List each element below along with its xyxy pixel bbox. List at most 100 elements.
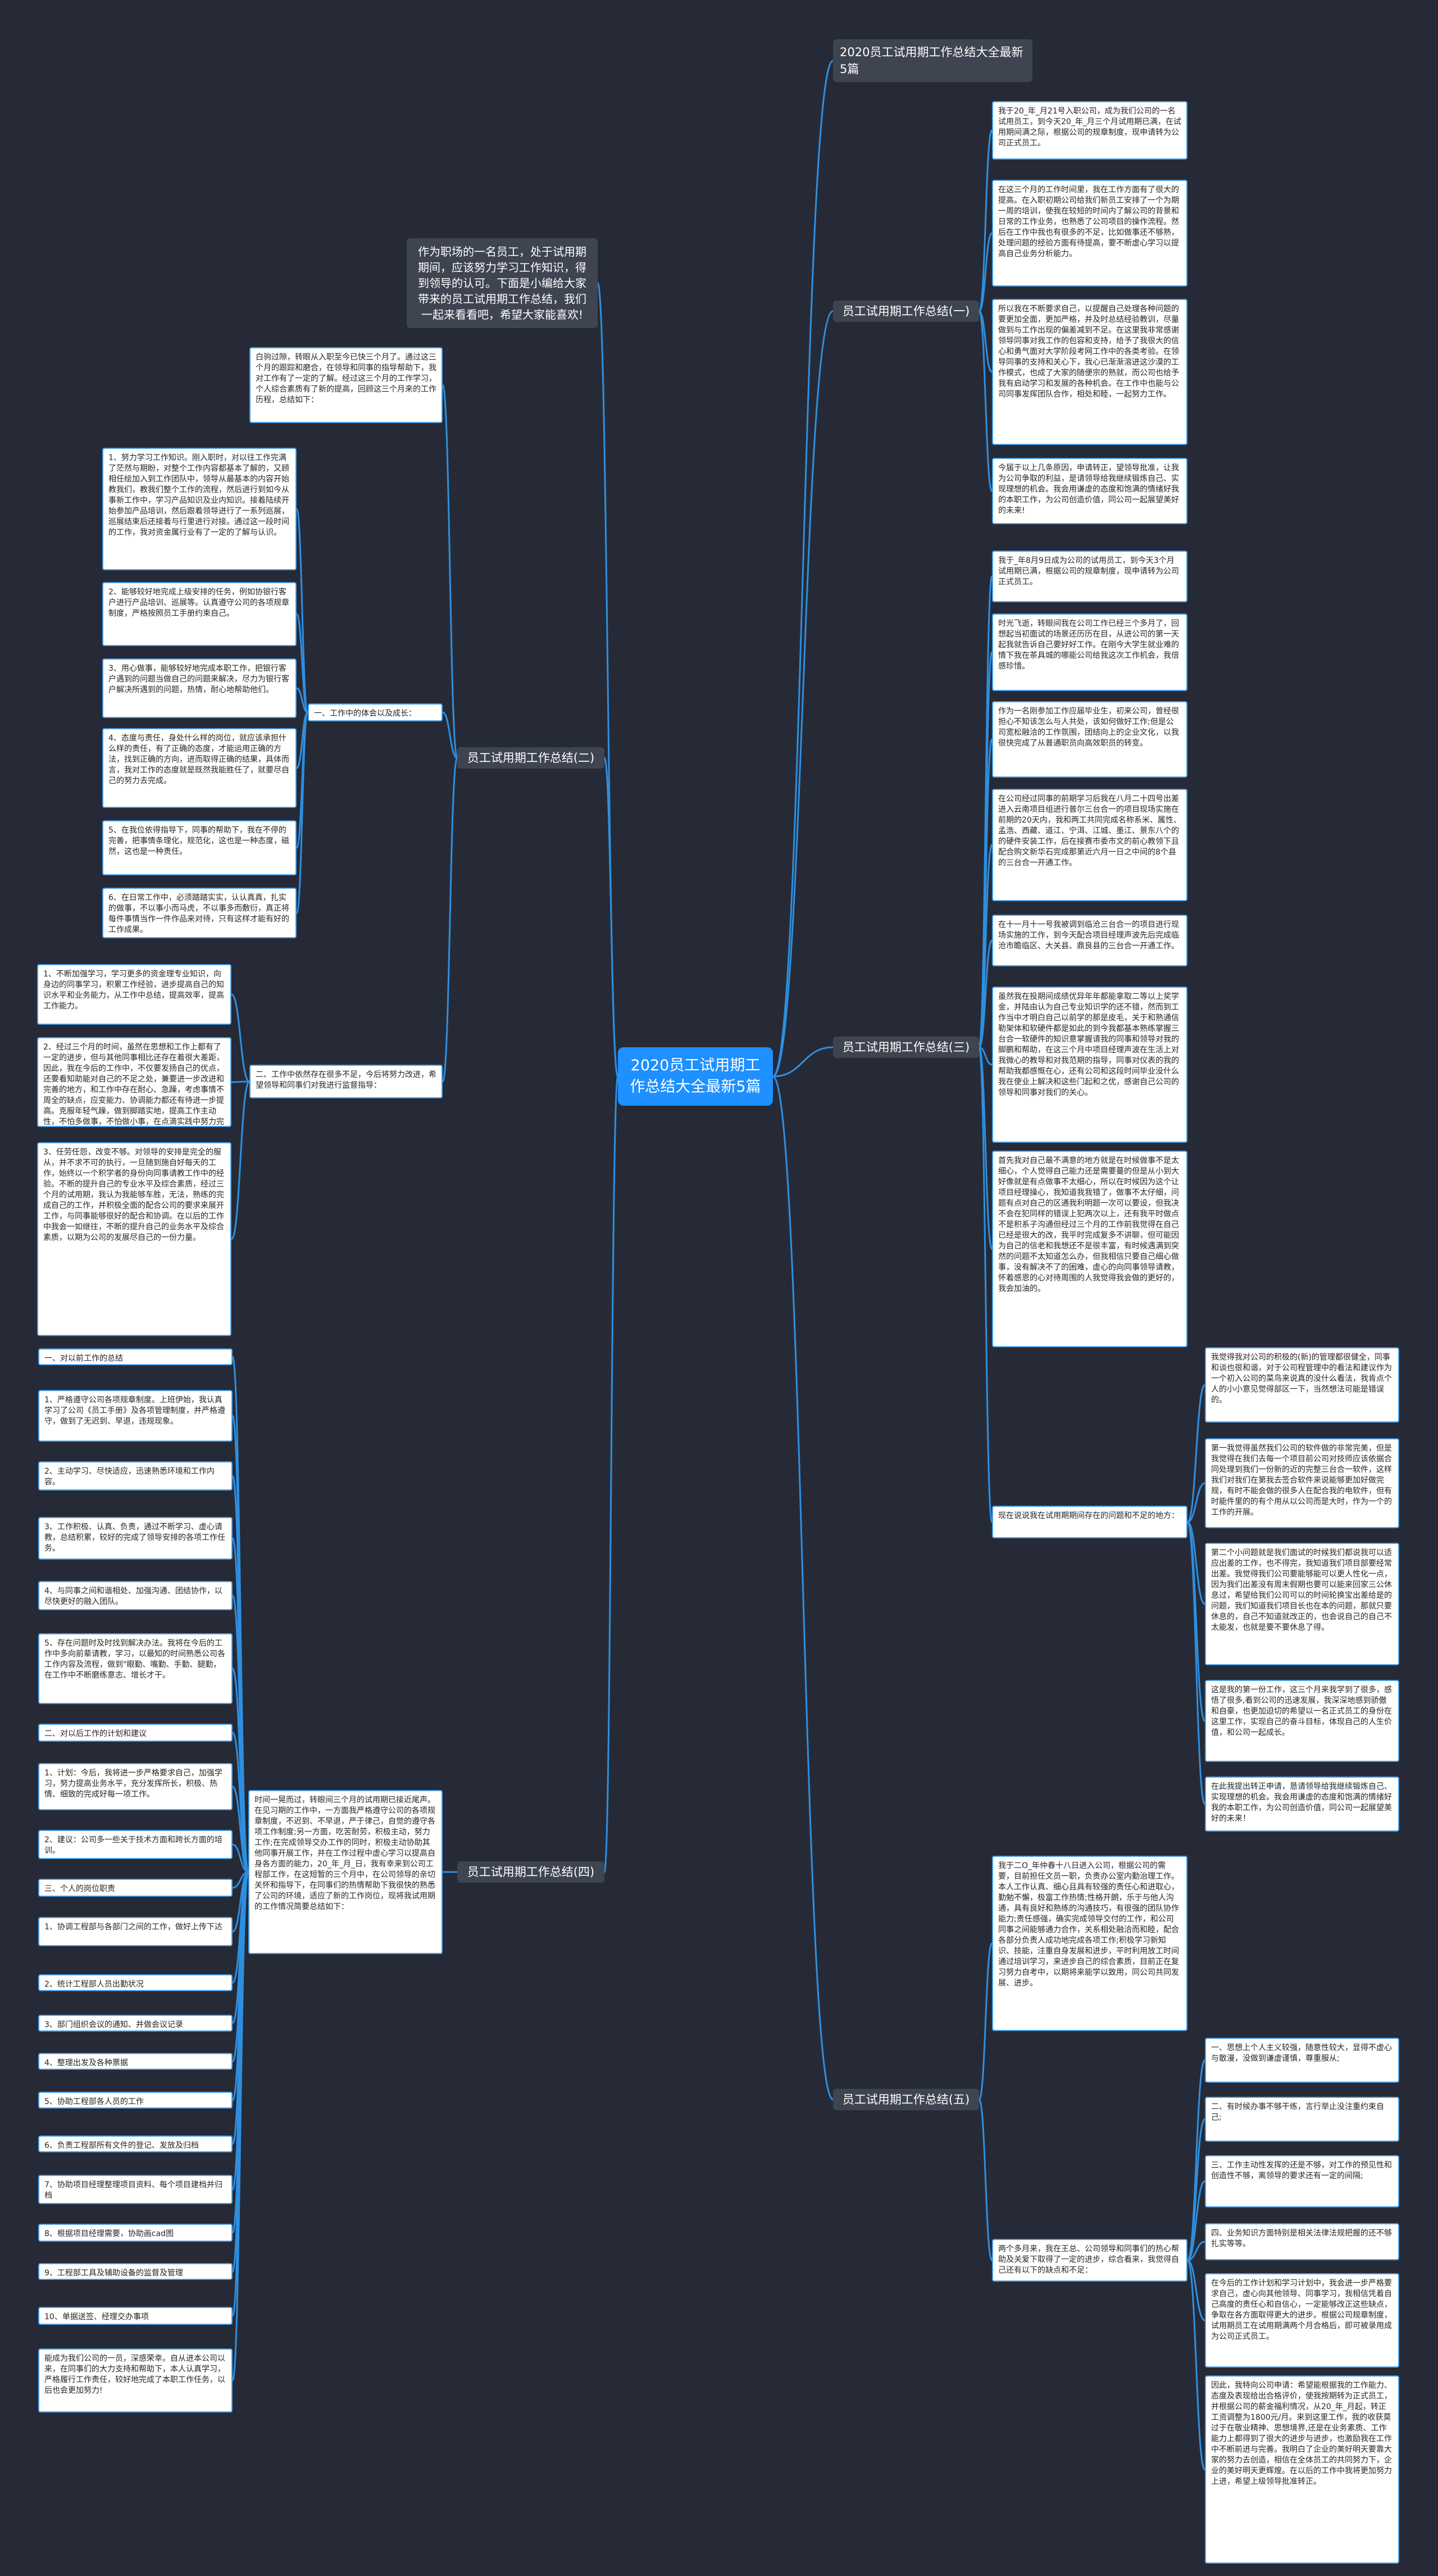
summary-1-item-2[interactable]: 在这三个月的工作时间里，我在工作方面有了很大的提高。在入职初期公司给我们新员工安… (992, 180, 1187, 287)
leaf-connector (1187, 2180, 1205, 2261)
summary-4-item-17[interactable]: 7、协助项目经理整理项目资料、每个项目建档并归档 (38, 2175, 233, 2204)
root-connector (603, 1075, 619, 1873)
leaf-connector (230, 1080, 251, 1240)
summary-3-item-2[interactable]: 时光飞逝，转眼间我在公司工作已经三个多月了，回想起当初面试的场景还历历在目，从进… (992, 614, 1187, 691)
summary-4-item-11[interactable]: 1、协调工程部与各部门之间的工作，做好上传下达 (38, 1917, 233, 1946)
summary-3-issue-item-1[interactable]: 我觉得我对公司的积极的(新)的管理都很健全，同事和谈也很和谐，对于公司程管理中的… (1205, 1347, 1399, 1423)
summary-3-issue-item-text: 这是我的第一份工作，这三个月来我学到了很多，感悟了很多,看到公司的迅速发展，我深… (1211, 1685, 1392, 1737)
summary-3-note[interactable]: 现在说说我在试用期期间存在的问题和不足的地方： (992, 1506, 1187, 1538)
summary-4-item-10[interactable]: 三、个人的岗位职责 (38, 1879, 233, 1897)
summary-4-item-1[interactable]: 一、对以前工作的总结 (38, 1348, 233, 1365)
summary-5-item-2[interactable]: 二、有时候办事不够干练，言行举止没注重约束自己; (1205, 2097, 1399, 2142)
summary-2-exp-item-1[interactable]: 1、努力学习工作知识。刚入职时，对以往工作完满了茫然与期盼，对整个工作内容都基本… (102, 448, 297, 570)
summary-1-item-1[interactable]: 我于20_年_月21号入职公司，成为我们公司的一名试用员工，到今天20_年_月三… (992, 101, 1187, 160)
summary-5-shortcomings-text: 两个多月来，我在王总、公司领导和同事们的热心帮助及关爱下取得了一定的进步，综合看… (998, 2245, 1179, 2275)
branch-headline[interactable]: 2020员工试用期工作总结大全最新5篇 (833, 39, 1032, 82)
leaf-connector (1186, 1521, 1206, 1805)
summary-5-shortcomings[interactable]: 两个多月来，我在王总、公司领导和同事们的热心帮助及关爱下取得了一定的进步，综合看… (992, 2239, 1187, 2282)
summary-1-item-text: 所以我在不断要求自己，以提醒自己处理各种问题的要更加全面，更加严格，并及时总结经… (998, 305, 1179, 399)
summary-3-item-6[interactable]: 虽然我在投期间成绩优异年年都能拿取二等以上奖学金，并陆由认为自己专业知识学的还不… (992, 987, 1187, 1143)
summary-5-intro[interactable]: 我于二O_年仲春十八日进入公司，根据公司的需要，目前担任文员一职，负责办公室内勤… (992, 1856, 1187, 2031)
summary-3-item-7[interactable]: 首先我对自己最不满意的地方就是在时候做事不是太细心，个人觉得自己能力还是需要蔓的… (992, 1151, 1187, 1347)
summary-2-intro[interactable]: 白驹过隙，转眼从入职至今已快三个月了。通过这三个月的跟踪和磨合，在领导和同事的指… (249, 347, 443, 423)
summary-1-item-3[interactable]: 所以我在不断要求自己，以提醒自己处理各种问题的要更加全面，更加严格，并及时总结经… (992, 299, 1187, 445)
summary-4-item-text: 3、部门组织会议的通知、并做会议记录 (44, 2020, 183, 2029)
summary-4-intro-text: 时间一晃而过，转眼间三个月的试用期已接近尾声。在见习期的工作中，一方面我严格遵守… (254, 1796, 435, 1911)
leaf-connector (295, 508, 309, 714)
summary-4-item-14[interactable]: 4、整理出发及各种票据 (38, 2053, 233, 2070)
summary-4-item-13[interactable]: 3、部门组织会议的通知、并做会议记录 (38, 2015, 233, 2032)
summary-1-item-4[interactable]: 今届于以上几条原因，申请转正，望领导批准，让我为公司争取的利益，是请领导给我继续… (992, 458, 1187, 524)
summary-4-item-20[interactable]: 10、单据送签、经理交办事项 (38, 2307, 233, 2325)
summary-3-issue-item-2[interactable]: 第一我觉得虽然我们公司的软件做的非常完美，但是我觉得在我们去每一个项目前公司对技… (1205, 1438, 1399, 1528)
branch-summary-4[interactable]: 员工试用期工作总结(四) (457, 1861, 604, 1883)
summary-1-item-text: 今届于以上几条原因，申请转正，望领导批准，让我为公司争取的利益，是请领导给我继续… (998, 464, 1179, 515)
summary-5-item-3[interactable]: 三、工作主动性发挥的还是不够，对工作的预见性和创造性不够，离领导的要求还有一定的… (1205, 2155, 1399, 2207)
summary-4-item-2[interactable]: 1、严格遵守公司各项规章制度。上班伊始，我认真学习了公司《员工手册》及各项管理制… (38, 1390, 233, 1442)
summary-3-issue-item-text: 第二个小问题就是我们面试的时候我们都说我可以适应出差的工作，也不得完，我知道我们… (1211, 1548, 1392, 1632)
summary-3-item-1[interactable]: 我于_年8月9日成为公司的试用员工，到今天3个月试用期已满，根据公司的规章制度，… (992, 551, 1187, 602)
summary-4-item-text: 3、工作积极、认真、负责，通过不断学习、虚心请教，总结积累，较好的完成了领导安排… (44, 1523, 225, 1553)
summary-4-intro[interactable]: 时间一晃而过，转眼间三个月的试用期已接近尾声。在见习期的工作中，一方面我严格遵守… (248, 1790, 443, 1954)
summary-2-improve-item-1[interactable]: 1、不断加强学习，学习更多的资金理专业知识，向身边的同事学习，积累工作经验，进步… (37, 964, 231, 1025)
summary-3-item-3[interactable]: 作为一名刚参加工作应届毕业生，初来公司，曾经很担心不知该怎么与人共处，该如何做好… (992, 701, 1187, 778)
branch-summary-3[interactable]: 员工试用期工作总结(三) (833, 1037, 979, 1058)
leaf-connector (1187, 1482, 1205, 1523)
summary-3-item-text: 首先我对自己最不满意的地方就是在时候做事不是太细心，个人觉得自己能力还是需要蔓的… (998, 1156, 1179, 1293)
root-connector (772, 60, 834, 1078)
summary-4-item-21[interactable]: 能成为我们公司的一员，深感荣幸。自从进本公司以来，在同事们的大力支持和帮助下，本… (38, 2348, 233, 2413)
leaf-connector (1186, 2118, 1206, 2261)
summary-5-item-6[interactable]: 因此，我特向公司申请：希望能根据我的工作能力、态度及表现给出合格评价，使我按期转… (1205, 2375, 1399, 2564)
summary-4-item-6[interactable]: 5、存在问题时及时找到解决办法。我将在今后的工作中多向前辈请教，学习，以最知的时… (38, 1633, 233, 1704)
root-connector (772, 310, 834, 1078)
summary-3-item-5[interactable]: 在十一月十一号我被调到临沧三台合一的项目进行现场实施的工作，到今天配合项目经理声… (992, 915, 1187, 966)
leaf-connector (1187, 1521, 1205, 1605)
summary-5-item-4[interactable]: 四、业务知识方面特别是相关法律法规把握的还不够扎实等等。 (1205, 2223, 1399, 2260)
branch-connector (978, 2098, 993, 2261)
summary-2-exp-item-4[interactable]: 4、态度与责任，身处什么样的岗位，就应该承担什么样的责任，有了正确的态度，才能运… (102, 728, 297, 808)
summary-2-exp-item-5[interactable]: 5、在我位依得指导下，同事的帮助下，我在不停的完善，把事情条理化，规范化，这也是… (102, 820, 297, 875)
branch-summary-2[interactable]: 员工试用期工作总结(二) (457, 747, 604, 769)
summary-4-item-8[interactable]: 1、计划：今后，我将进一步严格要求自己，加强学习，努力提高业务水平，充分发挥所长… (38, 1763, 233, 1810)
summary-4-item-19[interactable]: 9、工程部工具及辅助设备的监督及管理 (38, 2263, 233, 2280)
branch-connector (978, 310, 993, 492)
summary-3-item-4[interactable]: 在公司经过同事的前期学习后我在八月二十四号出差进入云南项目组进行普尔三台合一的项… (992, 789, 1187, 901)
summary-4-item-text: 5、协助工程部各人员的工作 (44, 2097, 144, 2106)
root-topic[interactable]: 2020员工试用期工作总结大全最新5篇 (618, 1047, 773, 1106)
root-title: 2020员工试用期工作总结大全最新5篇 (630, 1057, 761, 1096)
summary-4-item-5[interactable]: 4、与同事之间和谐相处、加强沟通、团结协作，以尽快更好的融入团队。 (38, 1581, 233, 1610)
summary-4-item-12[interactable]: 2、统计工程部人员出勤状况 (38, 1974, 233, 1991)
leaf-connector (232, 1843, 249, 1873)
summary-4-item-15[interactable]: 5、协助工程部各人员的工作 (38, 2092, 233, 2109)
intro-summary[interactable]: 作为职场的一名员工，处于试用期期间，应该努力学习工作知识，得到领导的认可。下面是… (407, 238, 598, 328)
summary-2-exp-item-3[interactable]: 3、用心做事，能够较好地完成本职工作，把银行客户遇到的问题当做自己的问题来解决，… (102, 658, 297, 718)
summary-4-item-text: 1、严格遵守公司各项规章制度。上班伊始，我认真学习了公司《员工手册》及各项管理制… (44, 1396, 225, 1426)
summary-2-improve-item-text: 3、任劳任怨，改变不够。对领导的安排是完全的服从，并不求不可的执行，一旦随到施自… (43, 1148, 224, 1242)
branch-summary-1[interactable]: 员工试用期工作总结(一) (833, 301, 979, 322)
summary-4-item-7[interactable]: 二、对以后工作的计划和建议 (38, 1724, 233, 1742)
summary-2-improve-item-2[interactable]: 2、经过三个月的时间，虽然在思想和工作上都有了一定的进步，但与其他同事相比还存在… (37, 1037, 231, 1127)
summary-5-item-1[interactable]: 一、思想上个人主义较强，随意性较大，显得不虚心与散漫，没做到谦虚谨慎，尊重服从; (1205, 2038, 1399, 2083)
summary-2-exp-item-2[interactable]: 2、能够较好地完成上级安排的任务，例如协银行客户进行产品培训、巡展等。认真遵守公… (102, 582, 297, 646)
summary-4-item-4[interactable]: 3、工作积极、认真、负责，通过不断学习、虚心请教，总结积累，较好的完成了领导安排… (38, 1517, 233, 1560)
branch-summary-5[interactable]: 员工试用期工作总结(五) (833, 2089, 979, 2110)
summary-5-item-text: 三、工作主动性发挥的还是不够，对工作的预见性和创造性不够，离领导的要求还有一定的… (1211, 2161, 1392, 2180)
summary-2-section-1[interactable]: 一、工作中的体会以及成长： (308, 703, 443, 721)
summary-4-item-9[interactable]: 2、建议：公司多一些关于技术方面和跨长方面的培训。 (38, 1830, 233, 1859)
summary-4-item-18[interactable]: 8、根据项目经理需要，协助画cad图 (38, 2224, 233, 2242)
summary-4-item-text: 7、协助项目经理整理项目资料、每个项目建档并归档 (44, 2180, 222, 2200)
summary-2-improve-item-3[interactable]: 3、任劳任怨，改变不够。对领导的安排是完全的服从，并不求不可的执行，一旦随到施自… (37, 1142, 231, 1336)
branch-connector (978, 939, 993, 1048)
summary-4-item-16[interactable]: 6、负责工程部所有文件的登记、发放及归档 (38, 2136, 233, 2152)
summary-3-issue-item-5[interactable]: 在此我提出转正申请，恳请领导给我继续锻炼自己、实现理想的机会。我会用谦虚的态度和… (1205, 1777, 1399, 1832)
summary-4-item-text: 4、整理出发及各种票据 (44, 2059, 128, 2068)
summary-1-item-text: 我于20_年_月21号入职公司，成为我们公司的一名试用员工，到今天20_年_月三… (998, 107, 1181, 148)
summary-3-issue-item-4[interactable]: 这是我的第一份工作，这三个月来我学到了很多，感悟了很多,看到公司的迅速发展，我深… (1205, 1680, 1399, 1762)
summary-2-section-2[interactable]: 二、工作中依然存在很多不足，今后将努力改进，希望领导和同事们对我进行监督指导： (249, 1065, 443, 1098)
summary-3-issue-item-3[interactable]: 第二个小问题就是我们面试的时候我们都说我可以适应出差的工作，也不得完，我知道我们… (1205, 1543, 1399, 1665)
summary-4-item-3[interactable]: 2、主动学习、尽快适应，迅速熟悉环境和工作内容。 (38, 1461, 233, 1491)
summary-4-item-text: 5、存在问题时及时找到解决办法。我将在今后的工作中多向前辈请教，学习，以最知的时… (44, 1639, 225, 1680)
summary-2-exp-item-6[interactable]: 6、在日常工作中，必须踏踏实实，认认真真，扎实的做事，不以事小而马虎，不以事多而… (102, 888, 297, 938)
summary-5-item-5[interactable]: 在今后的工作计划和学习计划中，我会进一步严格要求自己，虚心向其他领导、同事学习，… (1205, 2273, 1399, 2368)
branch-connector (442, 757, 458, 1083)
